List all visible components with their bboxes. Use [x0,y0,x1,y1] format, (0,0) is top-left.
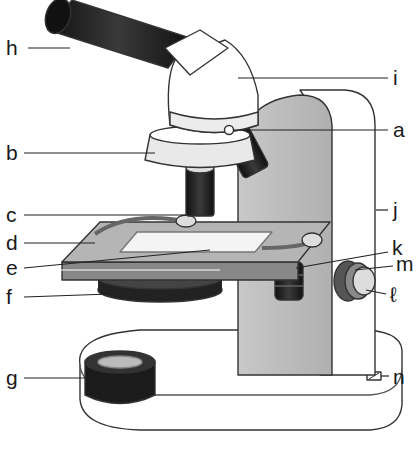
callout-letter: g [6,367,18,388]
callout-letter: e [6,257,18,278]
callout-letter: ℓ [390,284,397,305]
callout-letter: i [393,67,398,88]
callout-letter: n [393,366,405,387]
callout-letter: h [6,37,18,58]
callout-letter: b [6,142,18,163]
callout-letter: a [393,119,405,140]
callout-letter: c [6,204,17,225]
callout-letter: m [396,253,414,274]
callout-letter: d [6,232,18,253]
callout-letter: f [6,286,12,307]
callout-letter: j [393,199,398,220]
